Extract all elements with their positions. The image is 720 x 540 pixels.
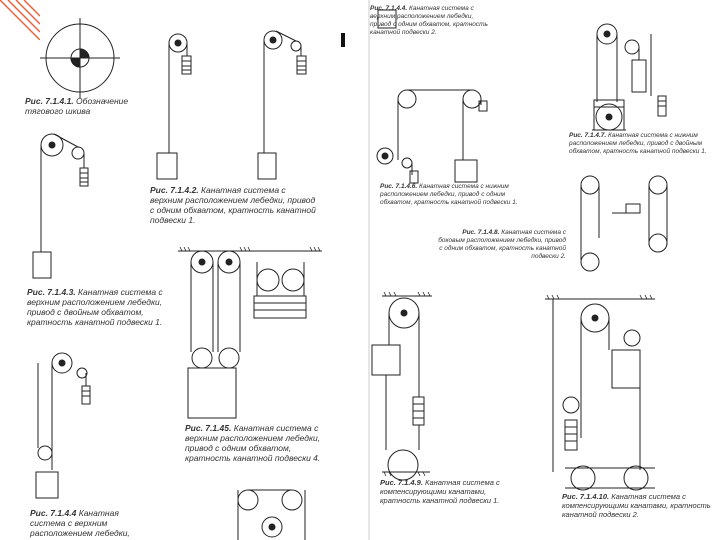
caption-text: Канатная система с верхним расположением… xyxy=(185,423,321,463)
fig-7-1-4-7-rope-system xyxy=(592,23,667,131)
fig-7-1-4-9-rope-system xyxy=(371,291,432,481)
caption-num: Рис. 7.1.4.4 xyxy=(30,508,77,518)
caption-num: Рис. 7.1.4.8. xyxy=(462,229,500,236)
fig-7-1-4-3-rope-system xyxy=(32,133,89,279)
fig-7-1-4-10-rope-system xyxy=(545,294,655,491)
caption-text: Канатная система с нижним расположением … xyxy=(380,183,518,206)
corner-decoration xyxy=(0,0,40,40)
caption-7-1-4-7: Рис. 7.1.4.7. Канатная система с нижним … xyxy=(569,132,717,156)
caption-text: Канатная система с нижним расположением … xyxy=(569,132,707,155)
fig-7-1-4-8-rope-system xyxy=(580,175,668,272)
caption-num: Рис. 7.1.45. xyxy=(185,423,232,433)
caption-num: Рис. 7.1.4.4. xyxy=(370,5,408,12)
caption-7-1-4-3: Рис. 7.1.4.3. Канатная система с верхним… xyxy=(27,287,167,327)
fig-7-1-4-2-rope-system xyxy=(156,30,307,180)
caption-7-1-4-1: Рис. 7.1.4.1. Обозначение тягового шкива xyxy=(25,96,145,116)
caption-num: Рис. 7.1.4.10. xyxy=(562,492,610,501)
caption-text: Обозначение тягового шкива xyxy=(25,96,129,116)
column-divider xyxy=(368,0,370,540)
caption-num: Рис. 7.1.4.2. xyxy=(150,185,199,195)
caption-text: Канатная система с боковым расположением… xyxy=(438,229,566,260)
fig-7-1-4-1-sheave-symbol xyxy=(40,18,120,98)
caption-num: Рис. 7.1.4.6. xyxy=(380,183,418,190)
fig-7-1-4-5-rope-system xyxy=(178,246,322,419)
caption-num: Рис. 7.1.4.7. xyxy=(569,132,607,139)
caption-7-1-4-6: Рис. 7.1.4.6. Канатная система с нижним … xyxy=(380,183,530,207)
black-marker xyxy=(341,33,345,47)
fig-partial-bottom xyxy=(237,489,306,540)
caption-num: Рис. 7.1.4.9. xyxy=(380,478,423,487)
caption-num: Рис. 7.1.4.1. xyxy=(25,96,74,106)
caption-7-1-4-4: Рис. 7.1.4.4 Канатная система с верхним … xyxy=(30,508,150,538)
caption-text: Канатная система с компенсирующими канат… xyxy=(380,478,500,505)
caption-text: Канатная система с верхним расположением… xyxy=(27,287,163,327)
fig-7-1-4-6-rope-system xyxy=(376,89,488,184)
caption-7-1-4-2: Рис. 7.1.4.2. Канатная система с верхним… xyxy=(150,185,320,225)
caption-text: Канатная система с верхним расположением… xyxy=(370,5,488,36)
caption-7-1-4-10: Рис. 7.1.4.10. Канатная система с компен… xyxy=(562,492,712,519)
caption-num: Рис. 7.1.4.3. xyxy=(27,287,76,297)
caption-text: Канатная система с компенсирующими канат… xyxy=(562,492,711,519)
caption-7-1-4-8: Рис. 7.1.4.8. Канатная система с боковым… xyxy=(436,229,566,261)
fig-7-1-4-4-rope-system xyxy=(35,352,91,499)
caption-text: Канатная система с верхним расположением… xyxy=(150,185,316,225)
caption-7-1-4-9: Рис. 7.1.4.9. Канатная система с компенс… xyxy=(380,478,520,505)
caption-7-1-4-4b: Рис. 7.1.4.4. Канатная система с верхним… xyxy=(370,5,490,37)
caption-7-1-4-5: Рис. 7.1.45. Канатная система с верхним … xyxy=(185,423,325,463)
caption-text: Канатная система с верхним расположением… xyxy=(30,508,130,538)
